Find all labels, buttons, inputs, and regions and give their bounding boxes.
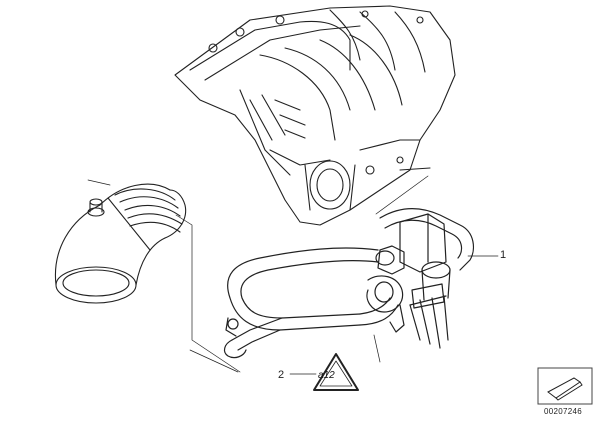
air-intake-boot (54, 183, 187, 304)
leader-lines (87, 175, 499, 375)
callout-1: 1 (500, 249, 507, 261)
valve (366, 213, 451, 349)
part-reference-icon (537, 367, 593, 405)
warning-triangle-icon (313, 353, 359, 391)
intake-manifold (174, 5, 456, 226)
part-number: 00207246 (544, 407, 582, 416)
warning-label: a12 (318, 370, 335, 381)
vent-hose-assembly (223, 207, 475, 359)
callout-2: 2 (278, 369, 285, 381)
